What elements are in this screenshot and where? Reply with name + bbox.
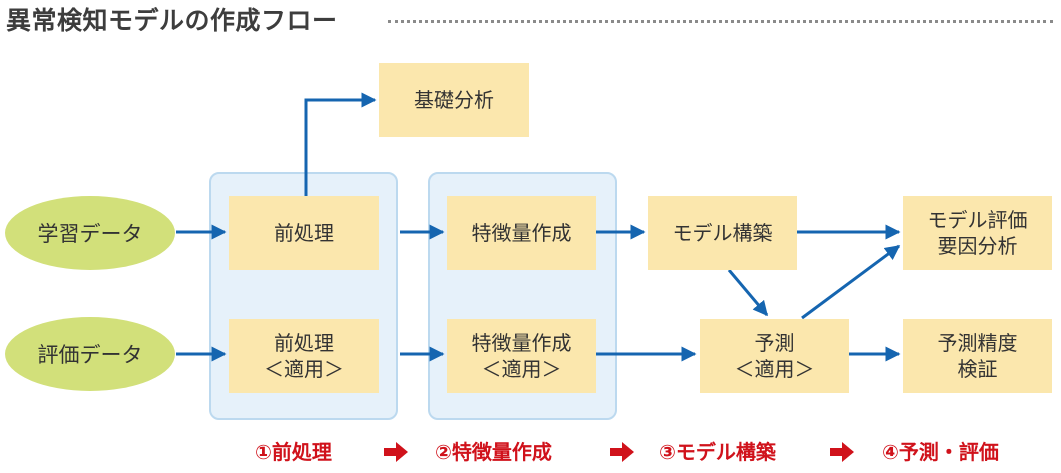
arrow-predict-to-model-eval [801, 244, 901, 320]
step-4-label: ④予測・評価 [882, 440, 999, 464]
accuracy-label-line1: 予測精度 [937, 331, 1018, 355]
feature-apply-box: 特徴量作成 ＜適用＞ [447, 319, 596, 393]
page-title: 異常検知モデルの作成フロー [6, 6, 338, 35]
model-eval-label-line1: モデル評価 [927, 208, 1028, 232]
accuracy-box: 予測精度 検証 [903, 319, 1052, 393]
step-arrow-1-icon [384, 442, 408, 462]
title-dotted-rule [388, 20, 1053, 23]
basic-analysis-box: 基礎分析 [379, 63, 529, 137]
preprocess-label: 前処理 [274, 221, 334, 245]
evaluation-data-label: 評価データ [37, 343, 143, 367]
accuracy-label-line2: 検証 [957, 357, 998, 381]
arrow-model-build-to-predict [727, 269, 769, 317]
step-2-label: ②特徴量作成 [435, 440, 552, 464]
step-arrow-2-icon [610, 442, 634, 462]
predict-box: 予測 ＜適用＞ [700, 319, 849, 393]
predict-label-line1: 予測 [754, 331, 795, 355]
arrow-preprocess-to-basic-analysis [304, 92, 377, 196]
preprocess-apply-box: 前処理 ＜適用＞ [229, 319, 379, 393]
model-eval-box: モデル評価 要因分析 [903, 196, 1052, 270]
step-arrow-3-icon [830, 442, 854, 462]
model-build-box: モデル構築 [648, 196, 797, 270]
basic-analysis-label: 基礎分析 [414, 88, 494, 112]
model-eval-label-line2: 要因分析 [937, 234, 1018, 258]
evaluation-data-oval: 評価データ [5, 317, 175, 391]
preprocess-apply-label-line2: ＜適用＞ [264, 357, 344, 381]
feature-apply-label-line1: 特徴量作成 [471, 331, 572, 355]
step-3-label: ③モデル構築 [659, 440, 776, 464]
step-1-label: ①前処理 [255, 440, 332, 464]
feature-box: 特徴量作成 [447, 196, 596, 270]
model-build-label: モデル構築 [672, 221, 773, 245]
feature-label: 特徴量作成 [471, 221, 572, 245]
predict-label-line2: ＜適用＞ [734, 357, 815, 381]
preprocess-apply-label-line1: 前処理 [274, 331, 334, 355]
training-data-label: 学習データ [37, 222, 143, 246]
feature-apply-label-line2: ＜適用＞ [481, 357, 562, 381]
preprocess-box: 前処理 [229, 196, 379, 270]
training-data-oval: 学習データ [5, 196, 175, 270]
